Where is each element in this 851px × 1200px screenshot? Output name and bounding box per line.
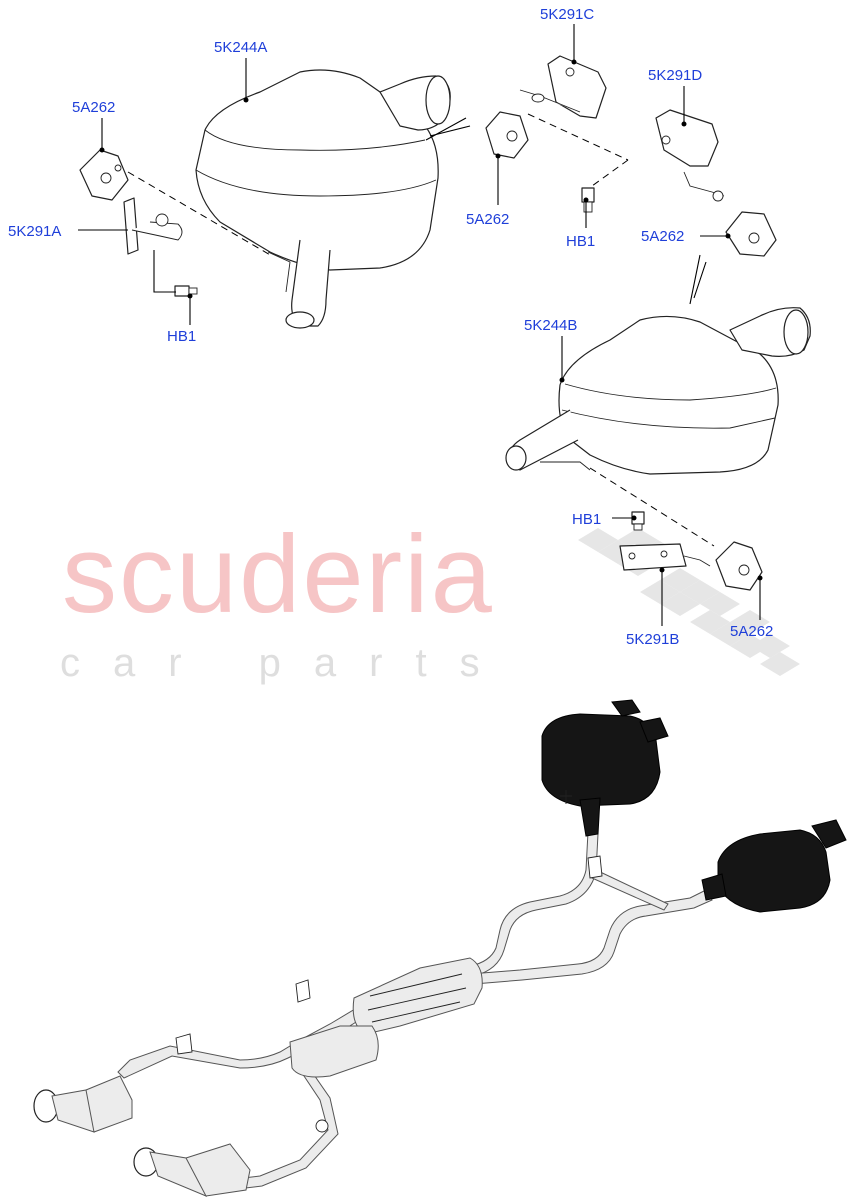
watermark-tagline: car parts	[60, 641, 513, 685]
bolt-hb1-right	[631, 511, 645, 531]
bracket-5k291c	[519, 55, 607, 119]
muffler-5k244b	[505, 254, 811, 475]
label-hb1-right: HB1	[572, 511, 601, 528]
rubber-hanger-upper-mid	[485, 111, 529, 159]
label-5a262-upper-mid: 5A262	[466, 211, 509, 228]
bracket-5k291a	[123, 197, 183, 255]
label-hb1-mid: HB1	[566, 233, 595, 250]
exhaust-system-overview	[33, 699, 847, 1197]
bracket-5k291d	[655, 109, 725, 202]
rubber-hanger-lower-right	[715, 541, 763, 591]
label-5k244a: 5K244A	[214, 39, 267, 56]
label-5a262-upper-right: 5A262	[641, 228, 684, 245]
label-5k291d: 5K291D	[648, 67, 702, 84]
label-5a262-lower-right: 5A262	[730, 623, 773, 640]
rubber-hanger-upper-right	[725, 211, 777, 257]
label-5k244b: 5K244B	[524, 317, 577, 334]
callout-labels: 5K244A 5A262 5K291A HB1 5K291C 5A262 HB1…	[8, 6, 773, 648]
label-5k291a: 5K291A	[8, 223, 61, 240]
label-5k291c: 5K291C	[540, 6, 594, 23]
label-hb1-left: HB1	[167, 328, 196, 345]
watermark: scuderia car parts	[60, 513, 800, 685]
label-5k291b: 5K291B	[626, 631, 679, 648]
bolt-hb1-left	[174, 285, 198, 297]
leader-lines	[78, 24, 763, 626]
muffler-5k244a	[195, 69, 471, 329]
bracket-5k291b	[619, 543, 711, 571]
checkered-flag-icon	[578, 528, 800, 676]
assembly-lines	[127, 113, 715, 547]
label-5a262-left: 5A262	[72, 99, 115, 116]
watermark-brand: scuderia	[62, 513, 494, 636]
rubber-hanger-left	[79, 149, 129, 201]
